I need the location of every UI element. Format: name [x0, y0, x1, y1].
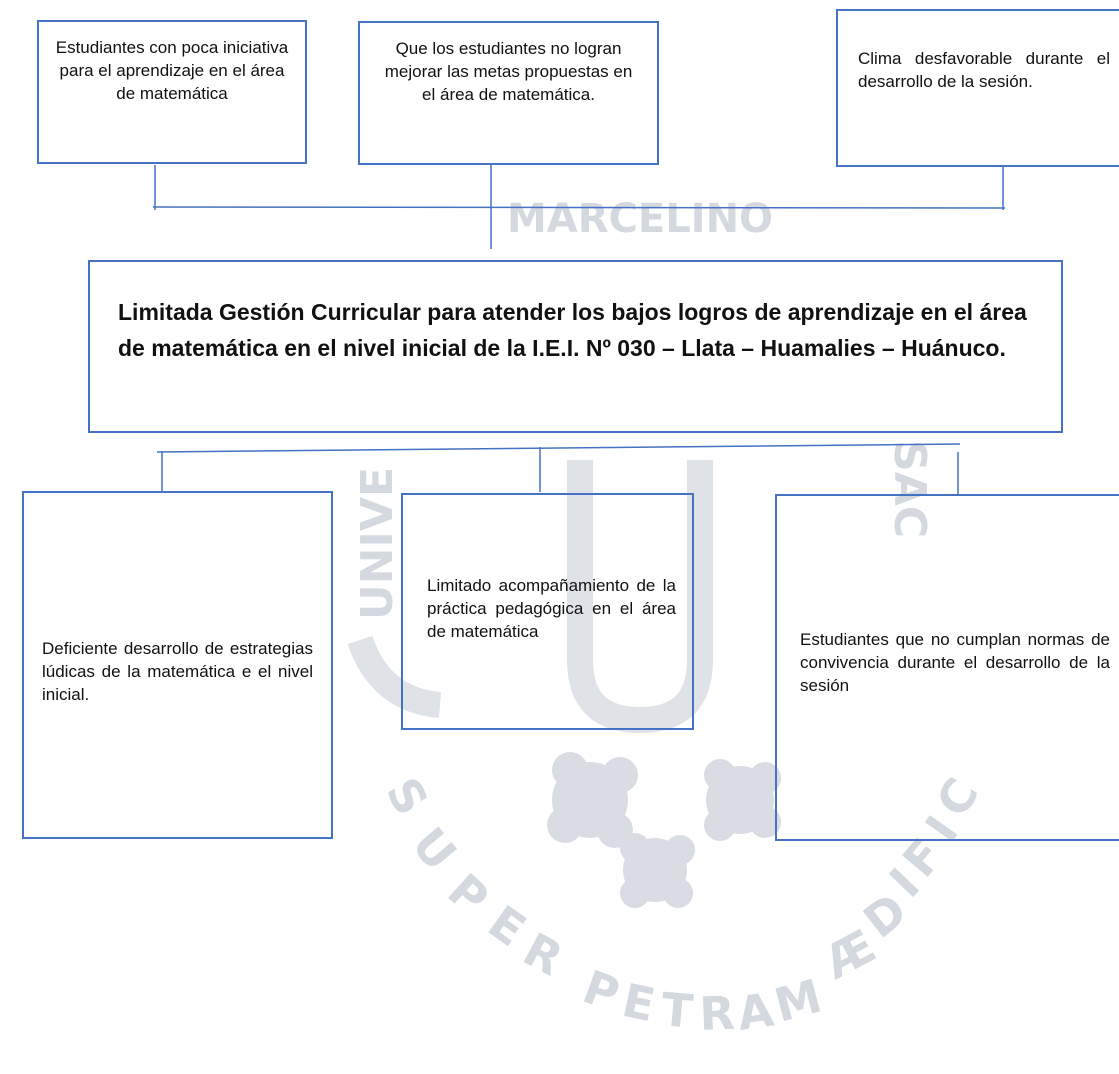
cause-box-2: Limitado acompañamiento de la práctica p…: [401, 493, 694, 730]
effect-text-1: Estudiantes con poca iniciativa para el …: [55, 38, 289, 103]
effect-box-3: Clima desfavorable durante el desarrollo…: [836, 9, 1119, 167]
effect-text-3: Clima desfavorable durante el desarrollo…: [858, 49, 1110, 91]
cause-box-3: Estudiantes que no cumplan normas de con…: [775, 494, 1119, 841]
effect-box-1: Estudiantes con poca iniciativa para el …: [37, 20, 307, 164]
cause-box-1: Deficiente desarrollo de estrategias lúd…: [22, 491, 333, 839]
central-problem-title: Limitada Gestión Curricular para atender…: [118, 299, 1027, 361]
cause-text-1: Deficiente desarrollo de estrategias lúd…: [42, 639, 313, 704]
effect-box-2: Que los estudiantes no logran mejorar la…: [358, 21, 659, 165]
effect-text-2: Que los estudiantes no logran mejorar la…: [384, 39, 633, 104]
central-problem-box: Limitada Gestión Curricular para atender…: [88, 260, 1063, 433]
cause-text-2: Limitado acompañamiento de la práctica p…: [427, 576, 676, 641]
cause-text-3: Estudiantes que no cumplan normas de con…: [800, 630, 1110, 695]
